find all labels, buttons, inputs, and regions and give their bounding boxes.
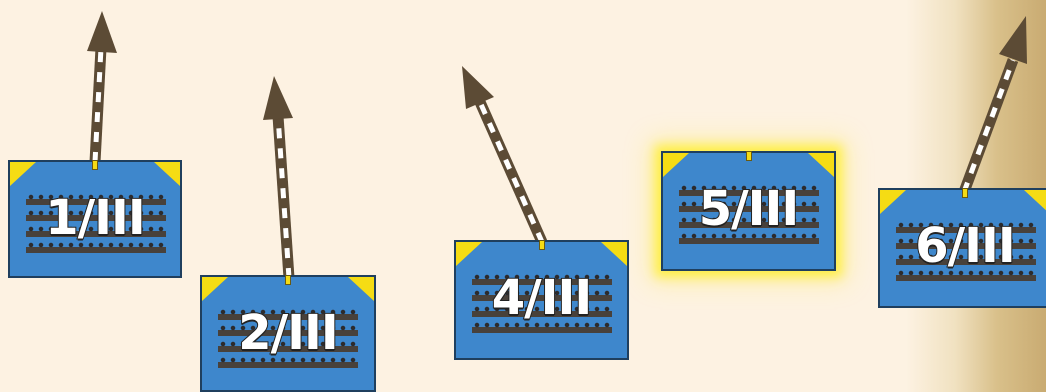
move-arrow-unit-6[interactable]	[958, 16, 1027, 194]
unit-facing-notch	[538, 240, 545, 250]
unit-corner-marker	[154, 162, 180, 186]
unit-corner-marker	[10, 162, 36, 186]
infantry-soldiers-icon	[896, 222, 1036, 236]
infantry-soldiers-icon	[679, 233, 819, 247]
unit-corner-marker	[202, 277, 228, 301]
infantry-soldiers-icon	[472, 322, 612, 336]
unit-corner-marker	[456, 242, 482, 266]
unit-facing-notch	[745, 151, 752, 161]
infantry-soldiers-icon	[679, 217, 819, 231]
infantry-soldiers-icon	[218, 341, 358, 355]
unit-corner-marker	[1024, 190, 1046, 214]
infantry-soldiers-icon	[896, 254, 1036, 268]
unit-corner-marker	[663, 153, 689, 177]
infantry-soldiers-icon	[472, 274, 612, 288]
unit-corner-marker	[348, 277, 374, 301]
unit-corner-marker	[601, 242, 627, 266]
infantry-soldiers-icon	[896, 270, 1036, 284]
unit-facing-notch	[285, 275, 291, 285]
move-arrow-unit-2[interactable]	[263, 76, 295, 279]
unit-label: 1/III	[44, 189, 147, 247]
move-arrow-unit-4[interactable]	[462, 66, 548, 245]
infantry-soldiers-icon	[26, 210, 166, 224]
infantry-soldiers-icon	[679, 185, 819, 199]
unit-corner-marker	[880, 190, 906, 214]
infantry-soldiers-icon	[472, 290, 612, 304]
infantry-soldiers-icon	[218, 325, 358, 339]
infantry-soldiers-icon	[218, 357, 358, 371]
unit-label: 5/III	[698, 180, 801, 238]
infantry-soldiers-icon	[896, 238, 1036, 252]
unit-counter-5-iii-selected[interactable]: 5/III	[661, 151, 836, 271]
infantry-soldiers-icon	[218, 309, 358, 323]
infantry-soldiers-icon	[26, 242, 166, 256]
unit-facing-notch	[962, 188, 968, 198]
unit-label: 4/III	[491, 269, 594, 327]
unit-facing-notch	[92, 160, 98, 170]
unit-label: 6/III	[914, 217, 1017, 275]
unit-label: 2/III	[237, 304, 340, 362]
infantry-soldiers-icon	[26, 194, 166, 208]
unit-counter-1-iii[interactable]: 1/III	[8, 160, 182, 278]
move-arrow-unit-1[interactable]	[87, 11, 117, 163]
infantry-soldiers-icon	[679, 201, 819, 215]
unit-counter-6-iii[interactable]: 6/III	[878, 188, 1046, 308]
unit-corner-marker	[808, 153, 834, 177]
unit-counter-2-iii[interactable]: 2/III	[200, 275, 376, 392]
infantry-soldiers-icon	[472, 306, 612, 320]
infantry-soldiers-icon	[26, 226, 166, 240]
unit-counter-4-iii[interactable]: 4/III	[454, 240, 629, 360]
